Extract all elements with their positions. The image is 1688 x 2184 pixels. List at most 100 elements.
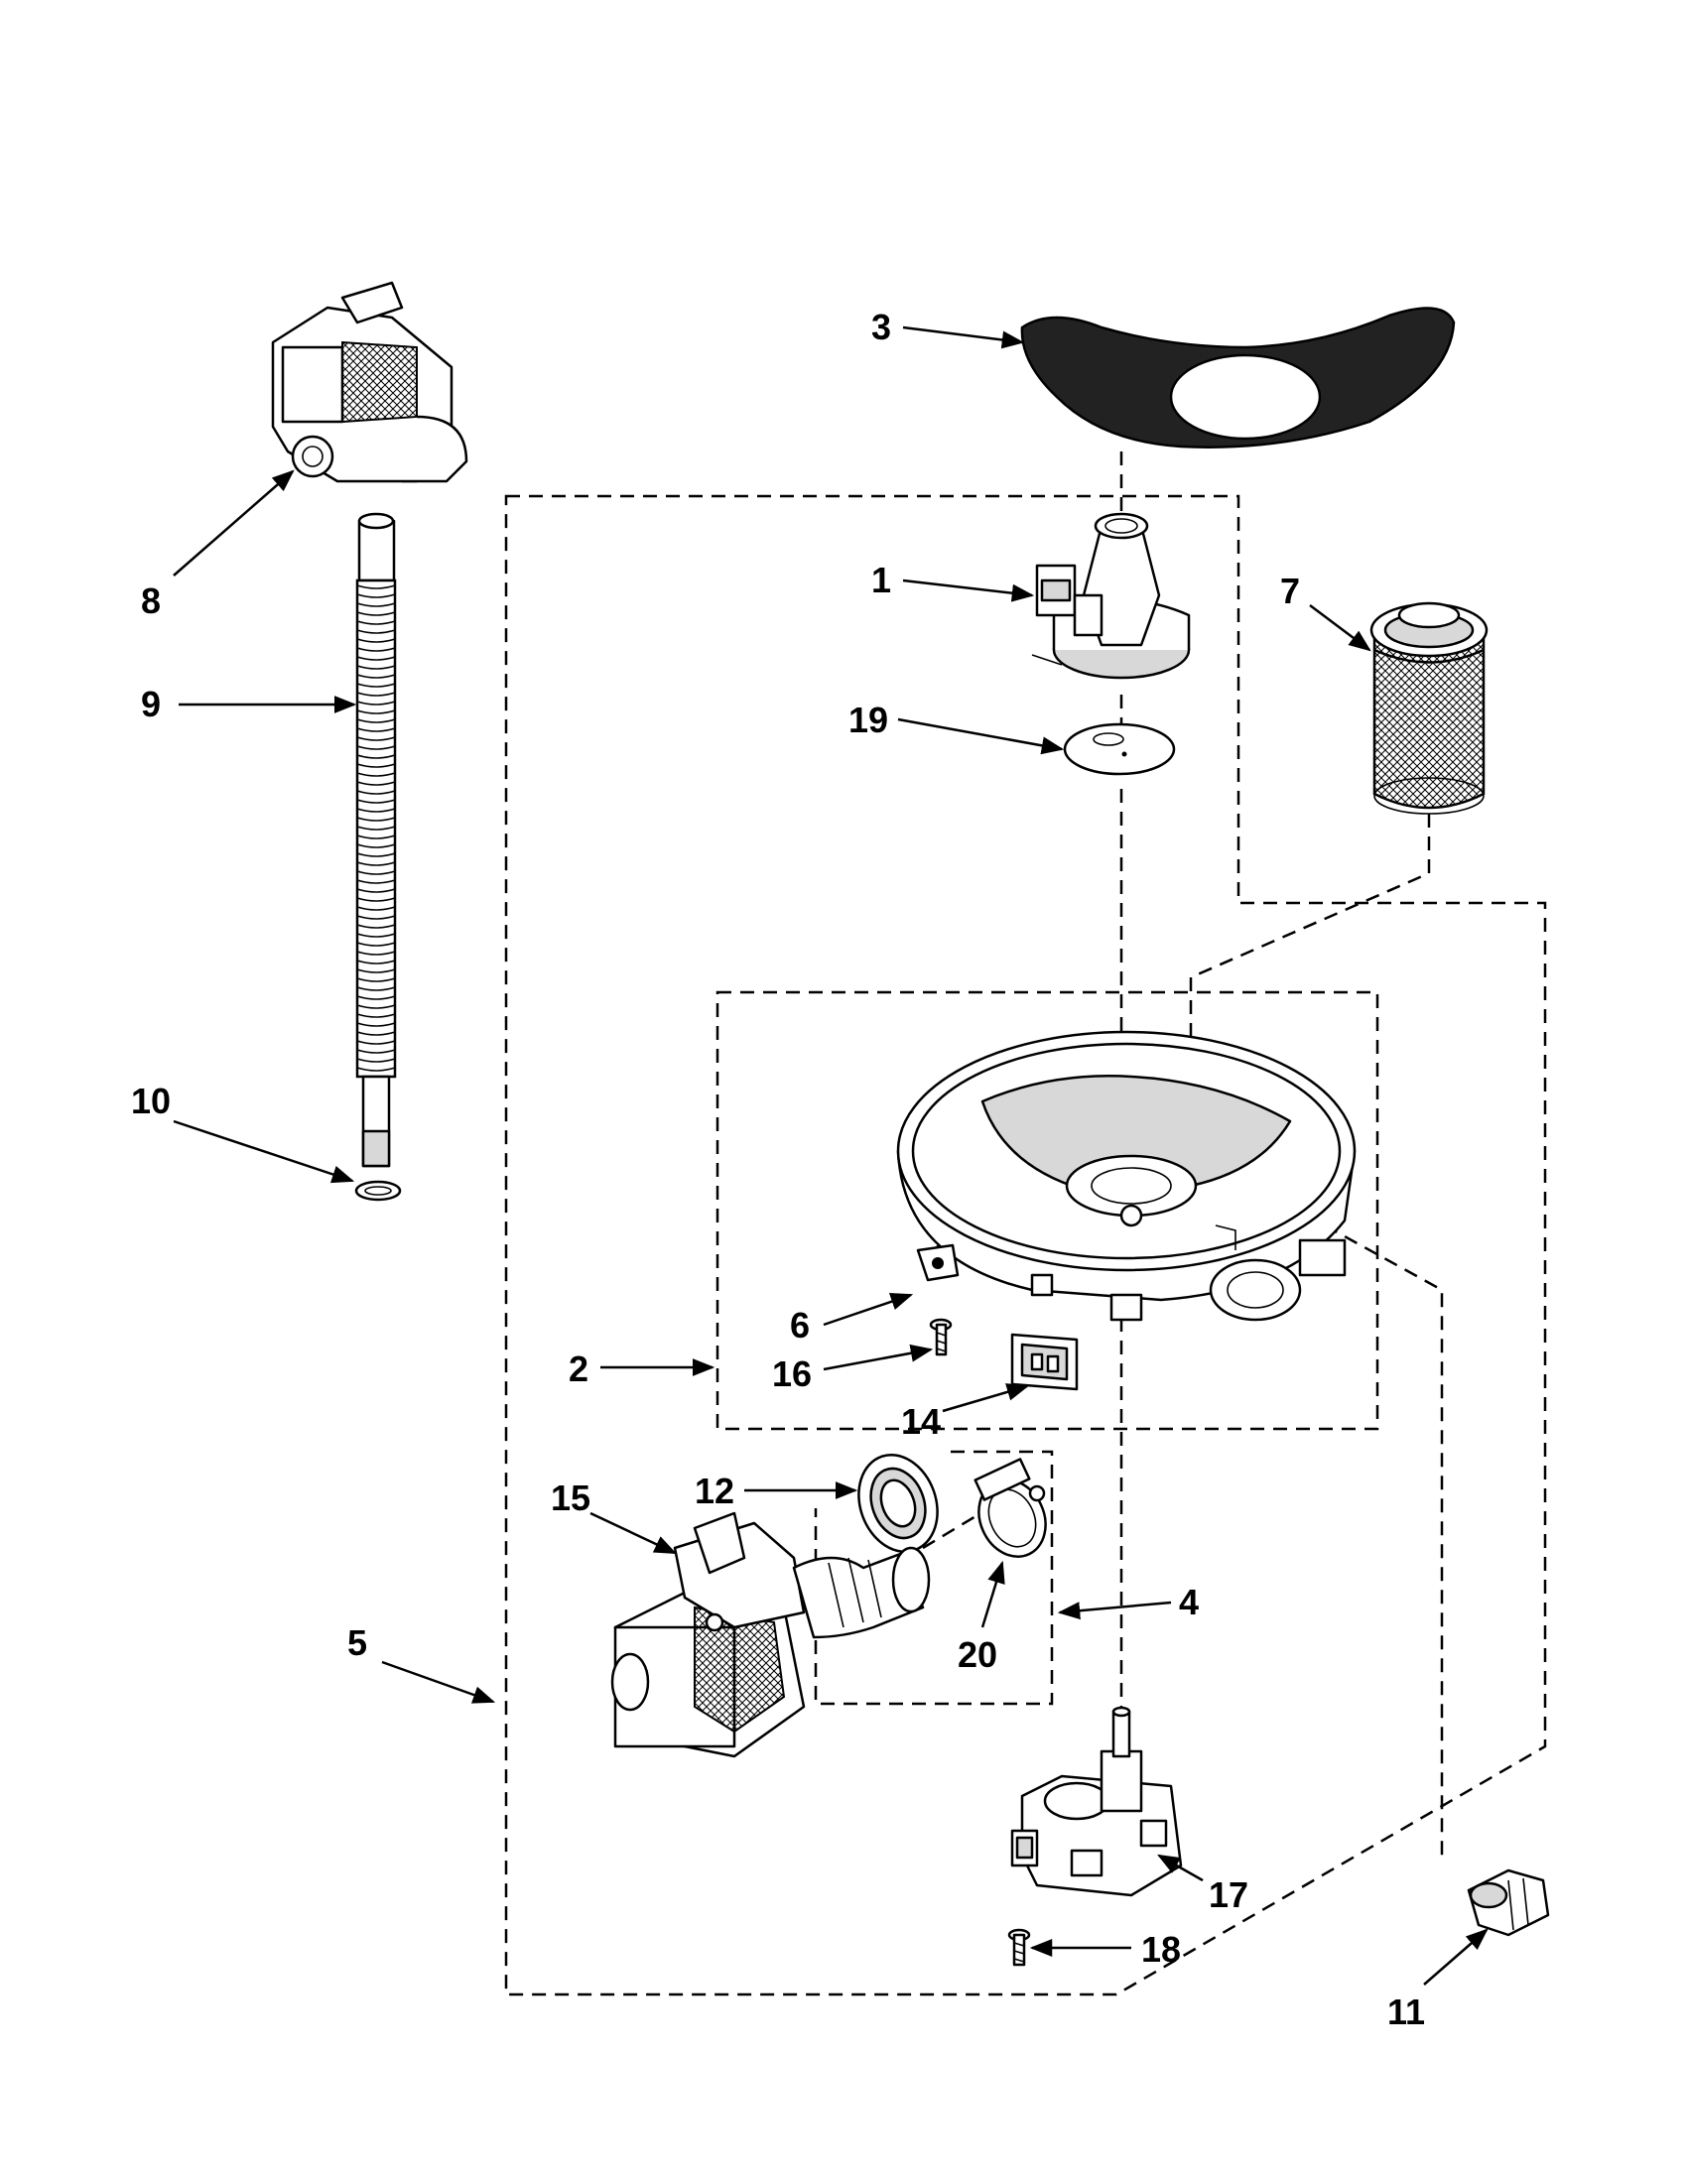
part-19-disk — [1063, 722, 1176, 776]
hose-rib — [356, 995, 396, 1000]
hose-rib — [356, 852, 396, 857]
part-2-sump — [896, 1030, 1357, 1322]
hose-rib — [356, 584, 396, 589]
hose-rib — [356, 665, 396, 670]
part-12-seal — [857, 1454, 939, 1553]
part-3-shroud — [1020, 307, 1456, 449]
leader-15 — [589, 1511, 678, 1555]
hose-rib — [356, 826, 396, 831]
hose-rib — [356, 638, 396, 643]
hose-rib — [356, 620, 396, 625]
group-5-boundary — [504, 494, 1547, 1996]
hose-rib — [356, 861, 396, 866]
leader-4 — [1057, 1601, 1172, 1620]
callout-17: 17 — [1209, 1874, 1248, 1915]
callout-6: 6 — [790, 1305, 810, 1346]
hose-rib — [356, 683, 396, 688]
hose-rib — [356, 960, 396, 964]
hose-rib — [356, 808, 396, 813]
filter-connector-line — [1189, 814, 1431, 1201]
part-7-filter-basket — [1369, 601, 1489, 815]
hose-rib — [356, 835, 396, 839]
hose-rib — [356, 656, 396, 661]
callout-10: 10 — [131, 1081, 171, 1121]
hose-rib — [356, 924, 396, 929]
hose-rib — [356, 763, 396, 768]
callout-9: 9 — [141, 684, 161, 724]
hose-rib — [356, 870, 396, 875]
callout-14: 14 — [901, 1401, 941, 1442]
hose-rib — [356, 727, 396, 732]
leader-1 — [902, 578, 1035, 602]
hose-rib — [356, 647, 396, 652]
hose-rib — [356, 629, 396, 634]
hose-rib — [356, 736, 396, 741]
hose-rib — [356, 933, 396, 938]
hose-rib — [356, 772, 396, 777]
leader-19 — [897, 717, 1065, 755]
callout-3-label: 3 — [871, 307, 891, 347]
leader-14 — [942, 1383, 1030, 1413]
leader-16 — [823, 1344, 934, 1371]
callout-4: 4 — [1179, 1582, 1199, 1622]
hose-rib — [356, 817, 396, 822]
callout-11: 11 — [1387, 1991, 1425, 2032]
part-17-diverter — [1010, 1706, 1183, 1897]
part-6-bracket — [916, 1243, 960, 1282]
hose-rib — [356, 986, 396, 991]
leader-3 — [902, 325, 1025, 349]
callout-20: 20 — [958, 1634, 997, 1675]
hose-rib — [356, 1022, 396, 1027]
part-18-screw — [1007, 1928, 1031, 1967]
hose-rib — [356, 942, 396, 947]
callout-8: 8 — [141, 580, 161, 621]
hose-rib — [356, 1049, 396, 1054]
hose-rib — [356, 781, 396, 786]
part-16-screw — [929, 1318, 953, 1356]
part-14-grommet — [1010, 1333, 1079, 1391]
callout-19: 19 — [848, 700, 888, 740]
hose-rib — [356, 843, 396, 848]
hose-rib — [356, 709, 396, 714]
hose-rib — [356, 968, 396, 973]
hose-rib — [356, 1040, 396, 1045]
hose-rib — [356, 602, 396, 607]
hose-rib — [356, 754, 396, 759]
sensor-connector-line — [1324, 1223, 1444, 1856]
leader-20 — [980, 1560, 1005, 1628]
hose-rib — [356, 977, 396, 982]
hose-rib — [356, 692, 396, 697]
hose-rib — [356, 1058, 396, 1063]
leader-17 — [1157, 1854, 1204, 1882]
hose-rib — [356, 701, 396, 706]
hose-rib — [356, 1031, 396, 1036]
leader-8 — [173, 469, 295, 577]
callout-2: 2 — [569, 1349, 588, 1389]
callout-1: 1 — [871, 560, 891, 600]
hose-rib — [356, 1067, 396, 1072]
callout-7: 7 — [1280, 571, 1300, 611]
hose-rib — [356, 611, 396, 616]
part-15-circulation-pump — [610, 1511, 931, 1758]
hose-rib — [356, 718, 396, 723]
hose-rib — [356, 906, 396, 911]
part-20-clamp — [974, 1458, 1047, 1558]
callout-18: 18 — [1141, 1929, 1181, 1970]
hose-rib — [356, 951, 396, 956]
hose-rib — [356, 745, 396, 750]
part-1-pump-hub — [1031, 512, 1191, 680]
hose-rib — [356, 674, 396, 679]
hose-rib — [356, 915, 396, 920]
hose-rib — [356, 799, 396, 804]
hose-rib — [356, 888, 396, 893]
part-9-drain-hose — [355, 512, 397, 1168]
hose-rib — [356, 1013, 396, 1018]
callout-5: 5 — [347, 1622, 367, 1663]
leader-11 — [1423, 1928, 1489, 1986]
leader-7 — [1309, 604, 1371, 652]
hose-rib — [356, 1004, 396, 1009]
hose-rib — [356, 790, 396, 795]
hose-corrugations — [356, 584, 396, 1072]
callout-15: 15 — [551, 1477, 590, 1518]
